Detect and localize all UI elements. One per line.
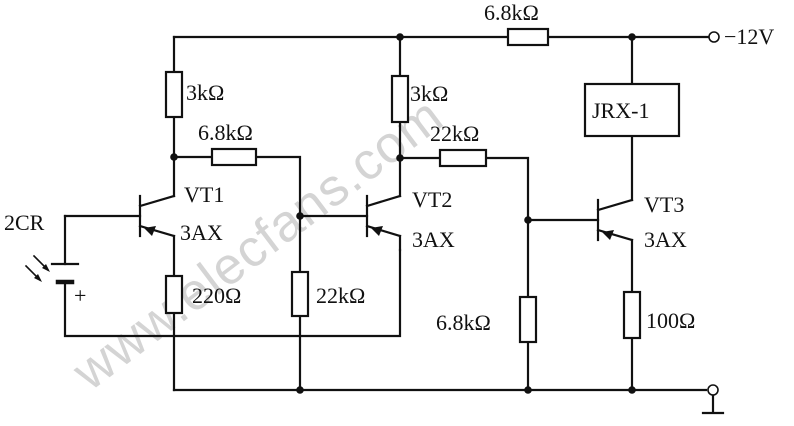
vt3-base-resistor bbox=[518, 295, 538, 344]
watermark: www.elecfans.com bbox=[62, 86, 454, 402]
vt1-emitter-resistor-label: 220Ω bbox=[192, 283, 241, 308]
supply-resistor-label: 6.8kΩ bbox=[484, 0, 539, 25]
vt3-emitter-resistor-label: 100Ω bbox=[646, 308, 695, 333]
supply-terminal bbox=[708, 31, 720, 43]
wires bbox=[63, 35, 725, 415]
photodiode bbox=[24, 254, 80, 285]
vt3-base-resistor-label: 6.8kΩ bbox=[436, 310, 491, 335]
relay-label: JRX-1 bbox=[592, 98, 649, 123]
relay-box bbox=[583, 82, 681, 138]
vt1-emitter-resistor bbox=[164, 274, 184, 315]
vt3-emitter-arrow bbox=[602, 230, 614, 240]
photodiode-polarity: + bbox=[74, 283, 86, 308]
supply-resistor bbox=[506, 27, 550, 47]
vt1-collector-resistor-label: 3kΩ bbox=[186, 80, 224, 105]
vt2-base-resistor-label: 22kΩ bbox=[316, 283, 365, 308]
vt2-collector-resistor-label: 3kΩ bbox=[410, 81, 448, 106]
vt3-name: VT3 bbox=[644, 192, 684, 217]
vt1-name: VT1 bbox=[184, 182, 224, 207]
photodiode-label: 2CR bbox=[4, 210, 45, 235]
vt2-emitter-arrow bbox=[371, 226, 383, 236]
vt2-collector-resistor bbox=[390, 74, 410, 124]
vt1-coupling-resistor bbox=[210, 147, 258, 167]
vt2-coupling-resistor bbox=[438, 148, 488, 168]
vt1-type: 3AX bbox=[180, 220, 223, 245]
ground-terminal bbox=[707, 384, 719, 396]
vt1-collector-resistor bbox=[164, 70, 184, 119]
vt3-type: 3AX bbox=[644, 227, 687, 252]
vt2-base-resistor bbox=[290, 270, 310, 318]
vt1-emitter-arrow bbox=[144, 226, 156, 236]
supply-label: −12V bbox=[724, 24, 774, 49]
vt2-coupling-resistor-label: 22kΩ bbox=[430, 121, 479, 146]
vt2-type: 3AX bbox=[412, 227, 455, 252]
junctions bbox=[170, 33, 636, 394]
vt2-name: VT2 bbox=[412, 187, 452, 212]
vt1-coupling-resistor-label: 6.8kΩ bbox=[198, 120, 253, 145]
vt3-emitter-resistor bbox=[622, 290, 642, 340]
